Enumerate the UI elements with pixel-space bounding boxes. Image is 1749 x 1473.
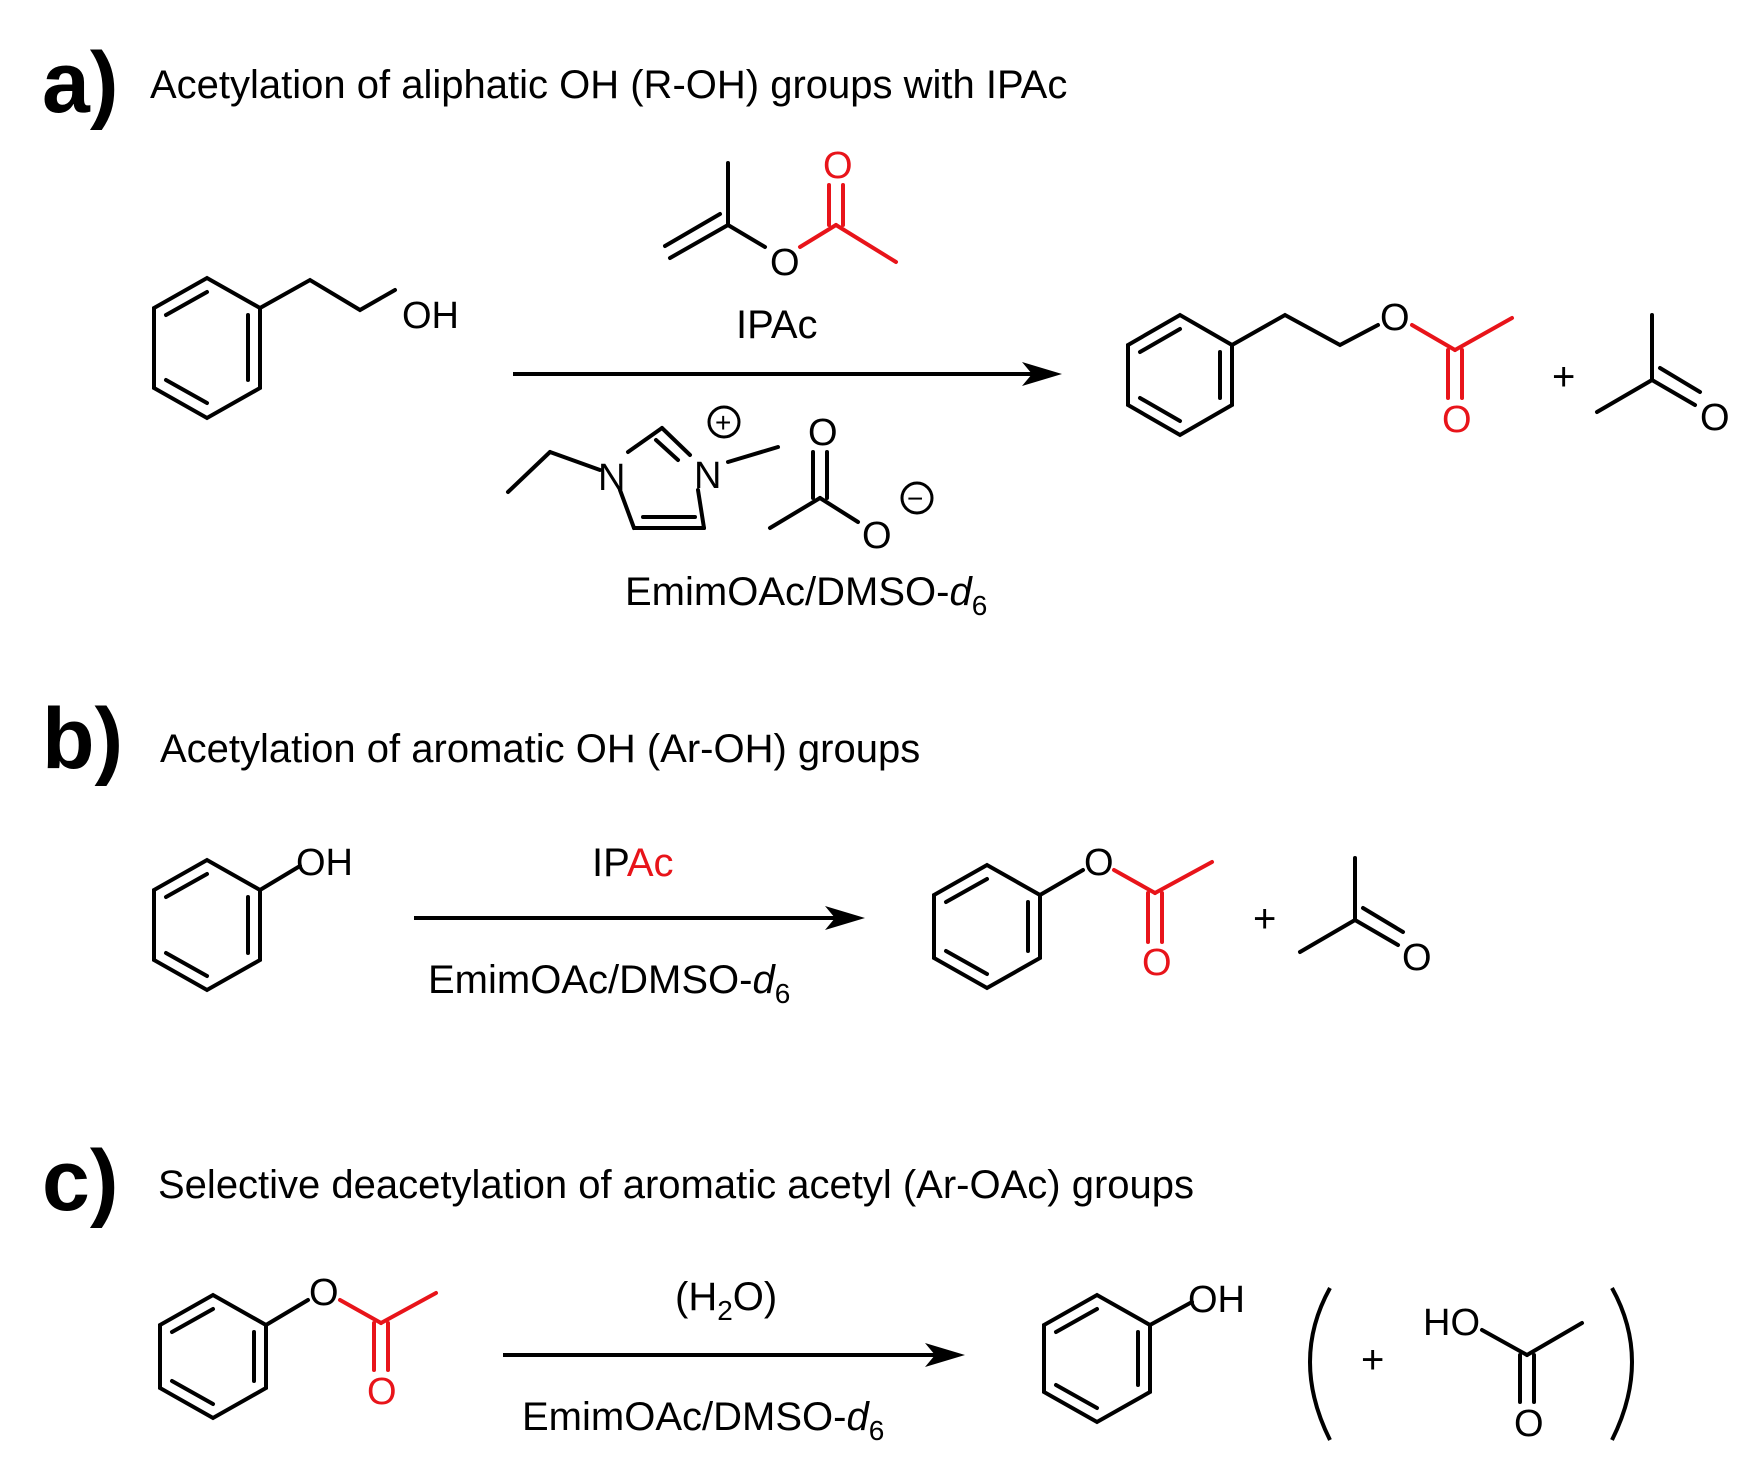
panel-c-arrow xyxy=(503,1343,965,1367)
acetic-acid-bracket: + HO O xyxy=(1308,1287,1634,1445)
acetic-acid-hydroxyl: HO xyxy=(1423,1302,1480,1344)
panel-b-solvent-text: EmimOAc/DMSO- xyxy=(428,958,752,1002)
product-b-ester-oxygen: O xyxy=(1084,842,1114,884)
phenylethanol-structure: OH xyxy=(152,275,459,421)
phenol-c-hydroxyl: OH xyxy=(1188,1279,1245,1321)
panel-a-title: Acetylation of aliphatic OH (R-OH) group… xyxy=(150,63,1067,107)
hydroxyl-label: OH xyxy=(402,295,459,337)
panel-a-solvent: EmimOAc/DMSO-d6 xyxy=(625,570,987,621)
panel-c-solvent-text: EmimOAc/DMSO- xyxy=(522,1395,846,1439)
panel-b-arrow xyxy=(414,906,865,930)
reactant-c-carbonyl-oxygen: O xyxy=(367,1371,397,1413)
anion-charge: − xyxy=(907,483,923,514)
panel-a-letter: a) xyxy=(42,35,118,131)
cation-charge: + xyxy=(715,407,731,438)
panel-a-reagent-label: IPAc xyxy=(736,303,818,347)
panel-c-solvent-d: d xyxy=(846,1395,870,1439)
imidazolium-n1: N xyxy=(598,457,625,499)
panel-c-reagent-open: (H xyxy=(675,1275,717,1319)
acetone-a-oxygen: O xyxy=(1700,397,1730,439)
panel-a-solvent-6: 6 xyxy=(972,590,988,621)
emimoac-structure: + N N O O − xyxy=(506,405,934,557)
panel-c-reagent-sub: 2 xyxy=(717,1295,733,1326)
acetone-b-oxygen: O xyxy=(1402,937,1432,979)
panel-c-solvent: EmimOAc/DMSO-d6 xyxy=(522,1395,884,1446)
product-a-ester-oxygen: O xyxy=(1380,297,1410,339)
panel-a: a) Acetylation of aliphatic OH (R-OH) gr… xyxy=(42,35,1730,621)
phenol-c-structure: OH xyxy=(1042,1279,1245,1425)
ipac-carbonyl-oxygen: O xyxy=(823,145,853,187)
phenyl-acetate-c-structure: O O xyxy=(158,1272,438,1421)
ipac-ester-oxygen: O xyxy=(770,242,800,284)
panel-b-solvent: EmimOAc/DMSO-d6 xyxy=(428,958,790,1009)
acetic-acid-carbonyl-oxygen: O xyxy=(1514,1403,1544,1445)
ipac-structure: O O xyxy=(663,145,898,284)
panel-c-reagent-close: O) xyxy=(733,1275,777,1319)
panel-b-reagent: IPAc xyxy=(592,841,674,885)
imidazolium-n3: N xyxy=(694,455,721,497)
phenol-b-hydroxyl: OH xyxy=(296,842,353,884)
phenyl-acetate-b-structure: O O xyxy=(932,842,1214,991)
acetate-carbonyl-oxygen: O xyxy=(808,412,838,454)
panel-b-solvent-d: d xyxy=(752,958,776,1002)
panel-b-letter: b) xyxy=(42,691,123,787)
panel-b-reagent-ac: Ac xyxy=(627,841,674,885)
panel-a-solvent-d: d xyxy=(949,570,973,614)
panel-c-title: Selective deacetylation of aromatic acet… xyxy=(158,1163,1194,1207)
panel-b-reagent-ip: IP xyxy=(592,841,628,885)
panel-c-plus: + xyxy=(1361,1338,1384,1382)
acetate-oxygen: O xyxy=(862,515,892,557)
panel-c-letter: c) xyxy=(42,1133,118,1229)
panel-b-plus: + xyxy=(1253,897,1276,941)
panel-c: c) Selective deacetylation of aromatic a… xyxy=(42,1133,1634,1446)
phenylethyl-acetate-structure: O O xyxy=(1126,297,1514,441)
panel-a-arrow xyxy=(513,362,1062,386)
acetone-b-structure: O xyxy=(1298,856,1432,979)
acetone-a-structure: O xyxy=(1595,313,1730,439)
phenol-b-structure: OH xyxy=(152,842,353,993)
product-b-carbonyl-oxygen: O xyxy=(1142,942,1172,984)
panel-b: b) Acetylation of aromatic OH (Ar-OH) gr… xyxy=(42,691,1432,1009)
product-a-carbonyl-oxygen: O xyxy=(1442,399,1472,441)
panel-a-plus: + xyxy=(1552,355,1575,399)
reactant-c-ester-oxygen: O xyxy=(309,1272,339,1314)
panel-c-reagent: (H2O) xyxy=(675,1275,777,1326)
panel-c-solvent-6: 6 xyxy=(869,1415,885,1446)
panel-b-title: Acetylation of aromatic OH (Ar-OH) group… xyxy=(160,727,920,771)
panel-b-solvent-6: 6 xyxy=(775,978,791,1009)
panel-a-solvent-text: EmimOAc/DMSO- xyxy=(625,570,949,614)
